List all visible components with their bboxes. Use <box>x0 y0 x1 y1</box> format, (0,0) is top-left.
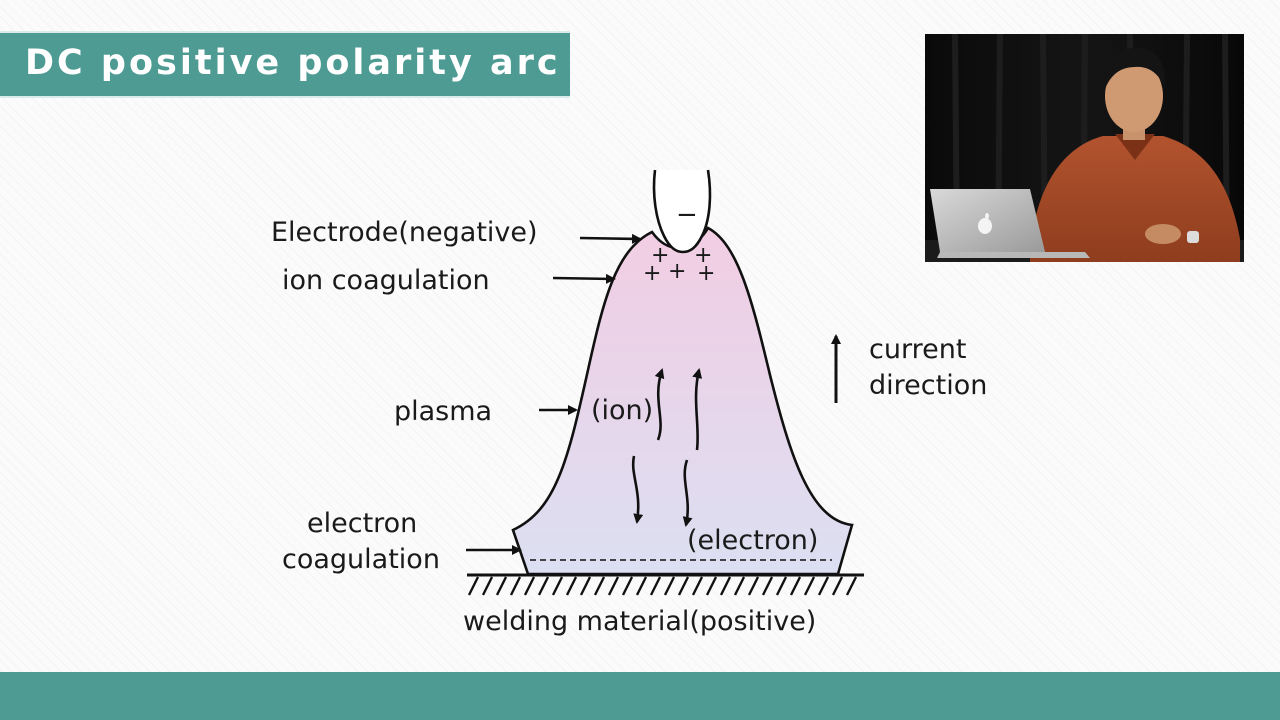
ion-arrow-2 <box>692 368 703 451</box>
hatch-mark <box>509 576 522 596</box>
hatch-mark <box>733 576 746 596</box>
minus-sign: − <box>676 200 698 230</box>
plus-sign: + <box>668 259 686 284</box>
hatch-mark <box>551 576 564 596</box>
hatch-mark <box>523 576 536 596</box>
hatch-mark <box>775 576 788 596</box>
slide-title-bar: DC positive polarity arc <box>0 31 570 98</box>
hatch-mark <box>649 576 662 596</box>
plus-sign: + <box>694 243 712 268</box>
plasma-label: plasma <box>394 396 492 427</box>
electron-arrow-1 <box>631 455 644 524</box>
hatch-mark <box>495 576 508 596</box>
hatch-mark <box>467 576 480 596</box>
ion-coagulation-label: ion coagulation <box>282 265 490 296</box>
current-direction-label-line2: direction <box>869 370 987 401</box>
wristwatch <box>1187 231 1199 243</box>
hatch-mark <box>677 576 690 596</box>
ion-arrow-1 <box>654 368 665 441</box>
plasma-region <box>511 226 854 576</box>
hatch-mark <box>789 576 802 596</box>
plus-sign: + <box>651 243 669 268</box>
hatch-mark <box>593 576 606 596</box>
electrode-label: Electrode(negative) <box>271 217 538 248</box>
ion-coagulation-pointer-arrow <box>552 273 616 284</box>
electrode-pointer-arrow <box>579 233 642 244</box>
plus-sign: + <box>643 261 661 286</box>
electrode-tip <box>652 169 712 254</box>
hatch-mark <box>481 576 494 596</box>
hatch-mark <box>705 576 718 596</box>
hatch-mark <box>663 576 676 596</box>
hatch-mark <box>817 576 830 596</box>
ion-label: (ion) <box>591 395 653 426</box>
hatch-mark <box>621 576 634 596</box>
hatch-mark <box>719 576 732 596</box>
electron-label: (electron) <box>687 525 818 556</box>
ground-hatch <box>467 573 864 596</box>
electron-coagulation-label-line2: coagulation <box>282 544 440 575</box>
hatch-mark <box>845 576 858 596</box>
footer-bar <box>0 672 1280 720</box>
apple-logo-icon <box>978 213 992 234</box>
presenter-head <box>1105 60 1163 132</box>
hatch-mark <box>803 576 816 596</box>
hatch-mark <box>761 576 774 596</box>
hatch-mark <box>565 576 578 596</box>
presenter-body <box>1030 136 1240 262</box>
electron-arrow-2 <box>682 459 693 527</box>
hatch-mark <box>691 576 704 596</box>
hatch-mark <box>579 576 592 596</box>
hatch-mark <box>635 576 648 596</box>
presenter-video <box>925 34 1244 262</box>
plus-sign: + <box>697 261 715 286</box>
slide-title: DC positive polarity arc <box>25 43 561 83</box>
hatch-mark <box>747 576 760 596</box>
hatch-mark <box>831 576 844 596</box>
hatch-mark <box>537 576 550 596</box>
current-direction-label-line1: current <box>869 334 966 365</box>
hatch-mark <box>607 576 620 596</box>
electron-coagulation-label-line1: electron <box>307 508 417 539</box>
presenter-video-frame <box>925 34 1244 262</box>
welding-material-label: welding material(positive) <box>463 606 816 637</box>
